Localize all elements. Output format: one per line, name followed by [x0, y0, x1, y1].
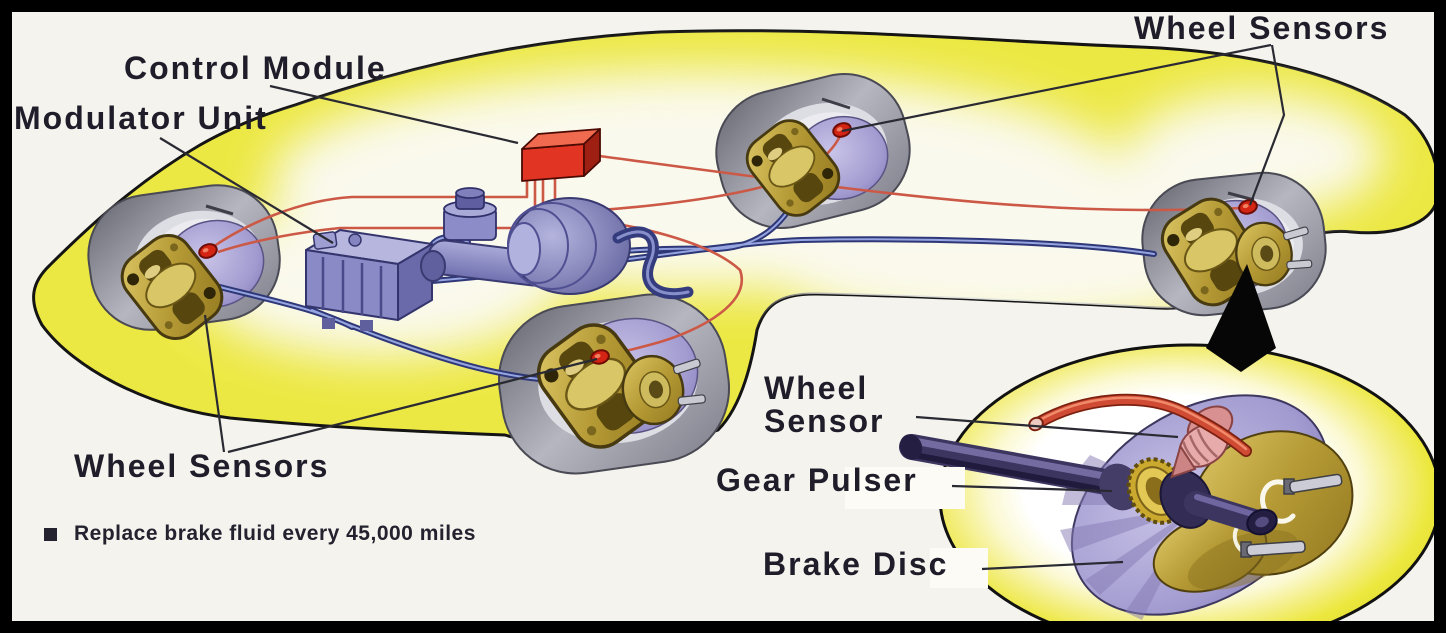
leader-inset-wheel-sensor [915, 415, 1179, 439]
control-module-box [521, 128, 601, 182]
leader-brake-disc [981, 560, 1124, 571]
gear-pulser-label-box [845, 467, 965, 509]
brake-booster [507, 197, 631, 295]
magnifier-callout-triangle [1206, 264, 1276, 372]
leader-wheel-sensors-top-b [1248, 44, 1286, 206]
inset-hub [1152, 430, 1354, 593]
leader-wheel-sensors-bottom-b [227, 357, 598, 454]
brake-fluid-reservoir [443, 187, 497, 241]
leader-gear-pulser [951, 484, 1113, 493]
inset-wheel-studs [1240, 473, 1343, 558]
inset-sensor-cable [1028, 393, 1252, 457]
inset-cv-joint [1159, 469, 1278, 536]
tire-highlight-mark [1227, 191, 1255, 202]
vacuum-hose [612, 226, 694, 300]
leader-control-module [269, 84, 519, 145]
inset-axle [899, 434, 1141, 511]
brake-disc-label-box [930, 548, 988, 588]
modulator-unit-box [305, 229, 433, 331]
tire-highlight-mark [205, 204, 234, 216]
leader-modulator-unit [159, 137, 334, 244]
leader-wheel-sensors-top-a [841, 43, 1272, 133]
inset-magnifier [845, 264, 1442, 633]
leader-lines [159, 43, 1286, 454]
leader-wheel-sensors-bottom-a [203, 314, 226, 453]
tire-highlight-mark [821, 97, 851, 110]
